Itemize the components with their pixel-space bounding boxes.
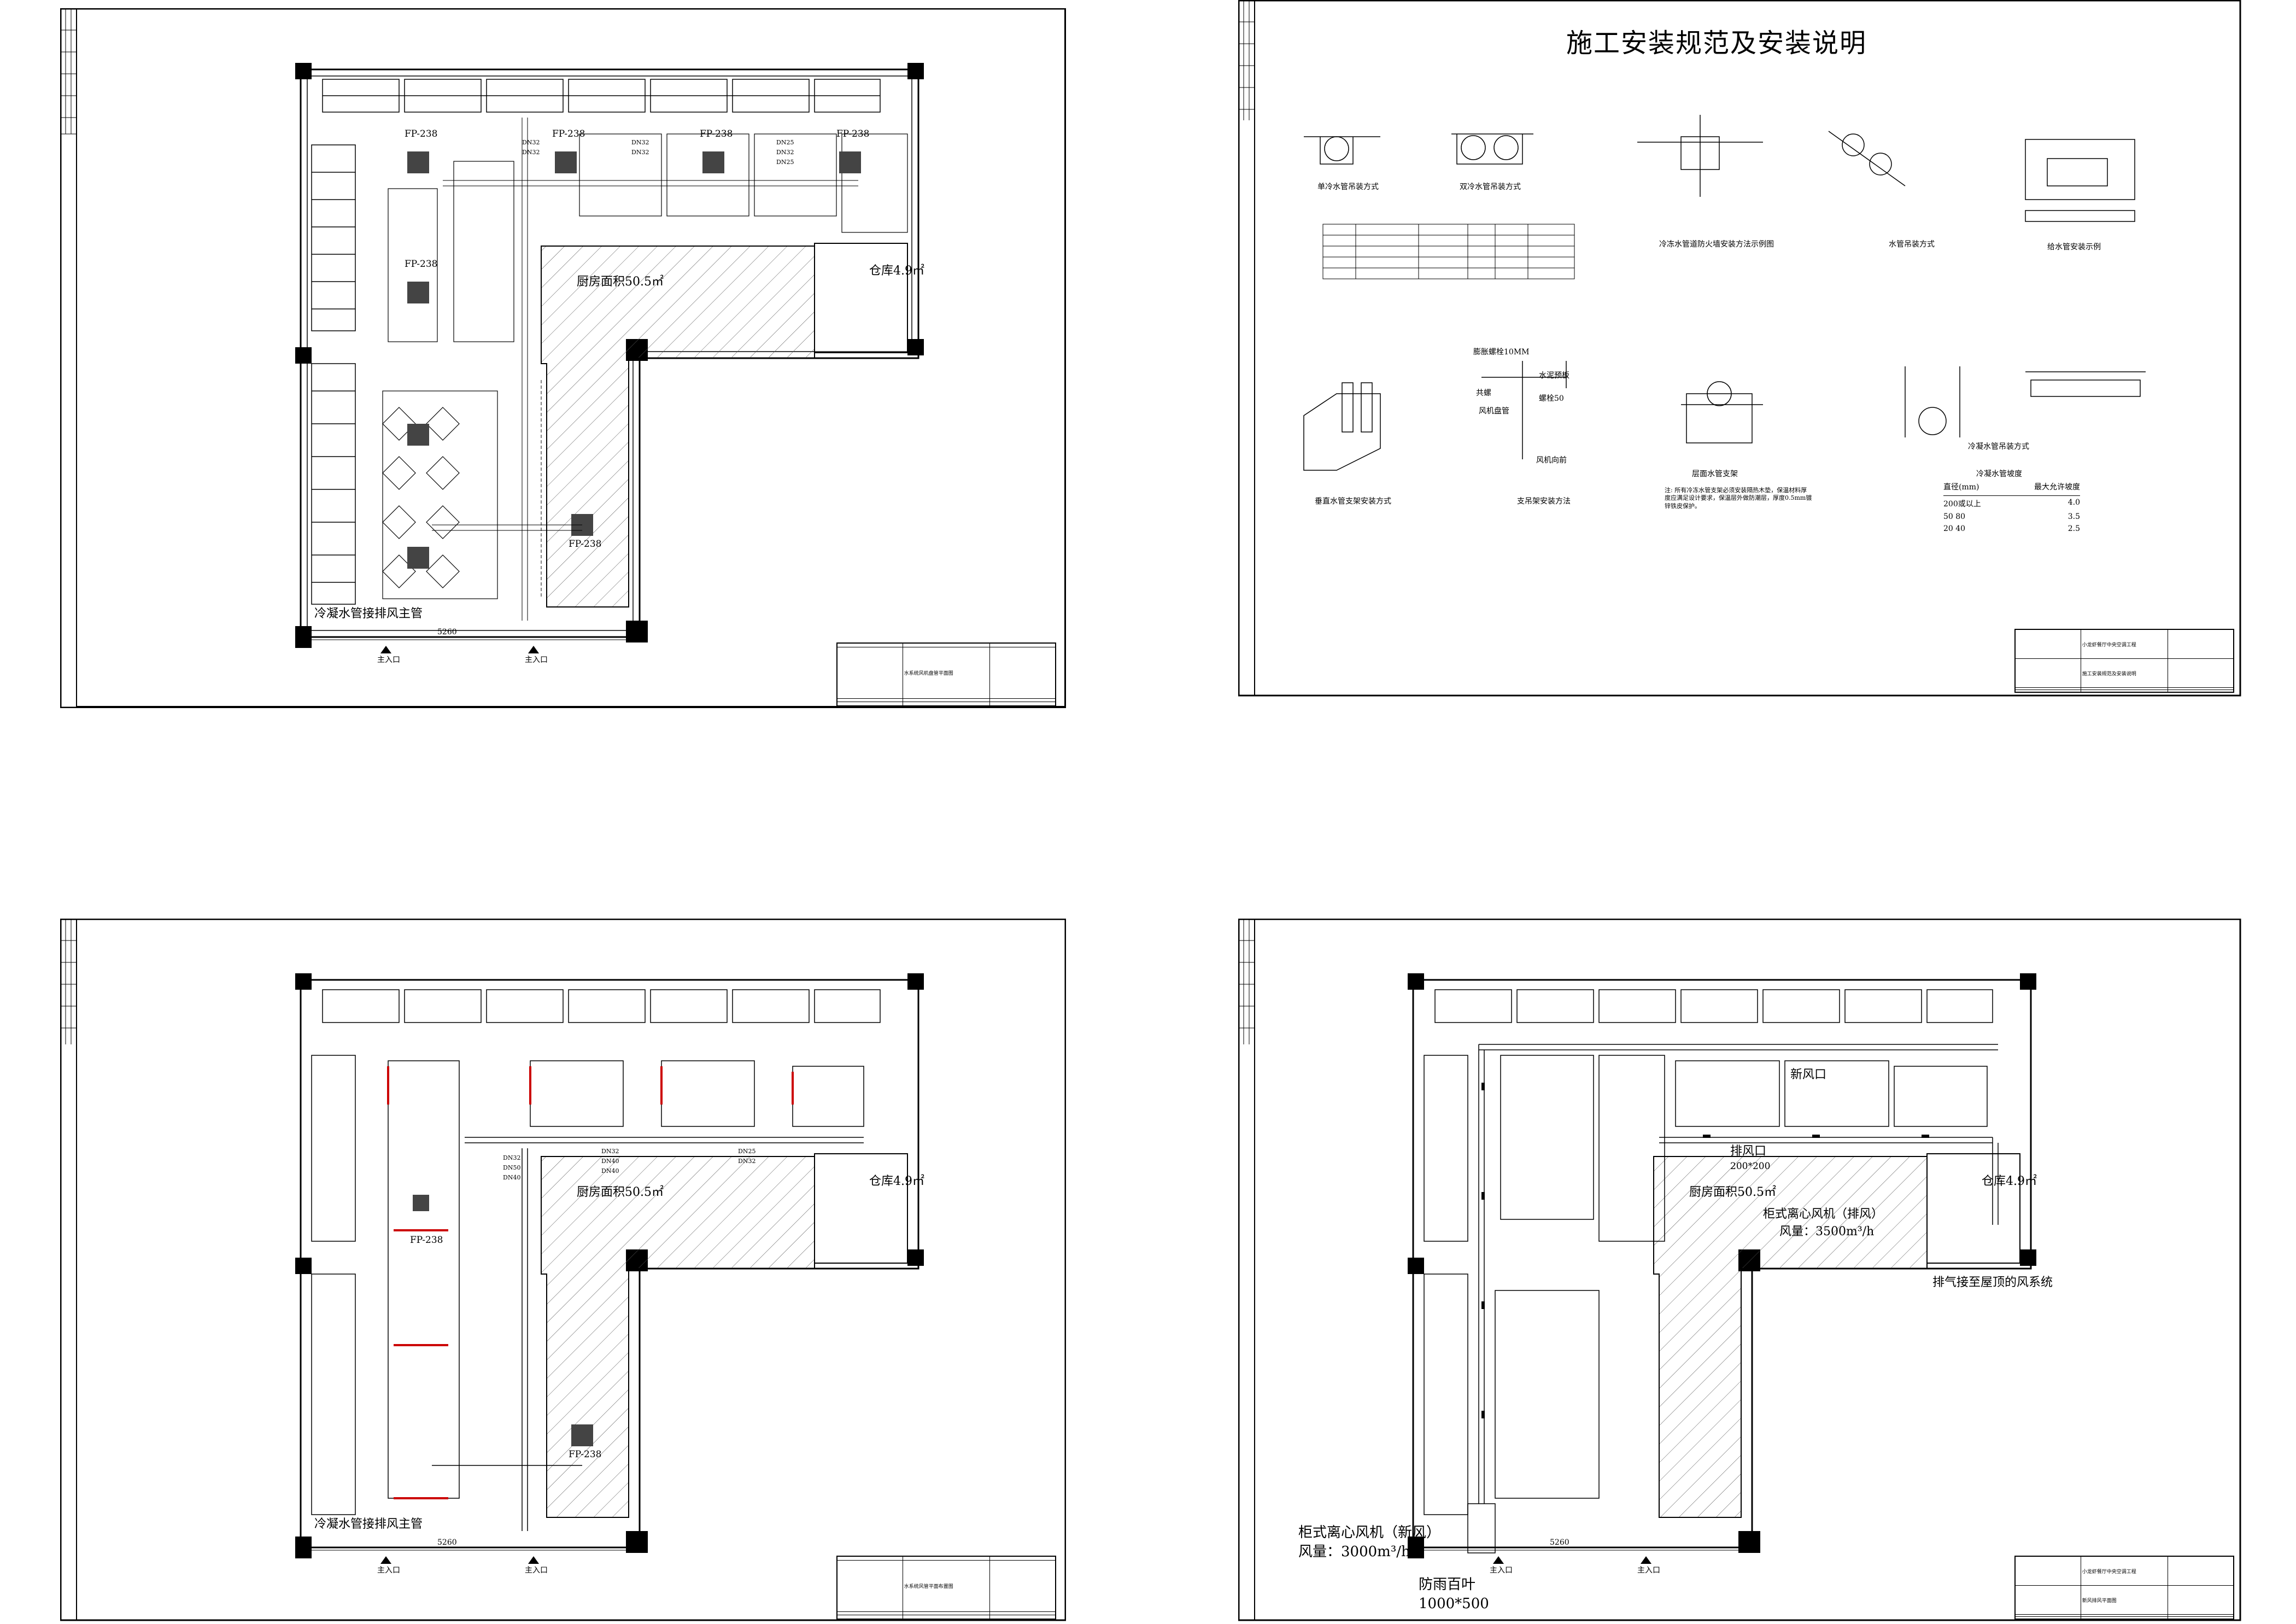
project-name: 小龙虾餐厅中央空调工程 bbox=[2080, 629, 2169, 659]
title-block: 水系统风管平面布置图 bbox=[836, 1556, 1056, 1620]
unit-label: FP-238 bbox=[410, 1235, 443, 1246]
louver-label: 防雨百叶 bbox=[1419, 1576, 1476, 1593]
annotation: 风机向前 bbox=[1536, 456, 1567, 465]
annotation: 风机盘管 bbox=[1479, 407, 1509, 416]
dimension-label: 5260 bbox=[437, 628, 457, 636]
project-name: 小龙虾餐厅中央空调工程 bbox=[2080, 1556, 2169, 1586]
fresh-fan-label: 柜式离心风机（新风） bbox=[1298, 1524, 1441, 1541]
storage-label: 仓库4.9㎡ bbox=[1982, 1175, 2037, 1188]
unit-label: FP-238 bbox=[836, 128, 870, 139]
title-block: 小龙虾餐厅中央空调工程 施工安装规范及安装说明 bbox=[2014, 629, 2234, 693]
slope-cell: 3.5 bbox=[2067, 512, 2080, 521]
pipe-size-label: DN25 bbox=[776, 139, 794, 146]
slope-table-title: 冷凝水管坡度 bbox=[1976, 470, 2022, 478]
dimension-label: 5260 bbox=[1550, 1538, 1569, 1547]
pipe-size-label: DN25 bbox=[738, 1148, 756, 1155]
louver-size-label: 1000*500 bbox=[1419, 1596, 1489, 1612]
detail-caption: 单冷水管吊装方式 bbox=[1317, 183, 1379, 191]
annotation: 水泥预板 bbox=[1539, 371, 1569, 380]
drawing-name: 水系统风机盘管平面图 bbox=[902, 646, 991, 699]
entrance-label: 主入口 bbox=[1490, 1566, 1513, 1575]
entrance-label: 主入口 bbox=[525, 656, 548, 664]
pipe-size-label: DN40 bbox=[503, 1174, 521, 1181]
exhaust-outlet-label: 排风口 bbox=[1730, 1144, 1767, 1158]
slope-cell: 200或以上 bbox=[1943, 500, 1981, 509]
pipe-size-label: DN32 bbox=[522, 149, 540, 156]
kitchen-label: 厨房面积50.5㎡ bbox=[1689, 1185, 1776, 1199]
unit-label: FP-238 bbox=[569, 1449, 602, 1460]
slope-cell: 50 80 bbox=[1943, 512, 1966, 521]
fresh-outlet-label: 新风口 bbox=[1790, 1068, 1827, 1082]
pipe-size-label: DN40 bbox=[601, 1167, 619, 1175]
main-pipe-note: 冷凝水管接排风主管 bbox=[314, 607, 423, 621]
install-note: 注: 所有冷冻水管支架必须安装隔热木垫，保温材料厚度应满足设计要求，保温层外做防… bbox=[1665, 487, 1812, 510]
slope-table: 冷凝水管坡度 直径(mm) 最大允许坡度 200或以上 4.0 50 80 3.… bbox=[1943, 470, 2080, 533]
detail-caption: 层面水管支架 bbox=[1692, 470, 1738, 478]
drawing-name: 施工安装规范及安装说明 bbox=[2080, 658, 2169, 688]
title-block: 小龙虾餐厅中央空调工程 新风排风平面图 bbox=[2014, 1556, 2234, 1620]
detail-caption: 冷冻水管道防火墙安装方法示例图 bbox=[1659, 240, 1774, 249]
sheet-ventilation-plan: 厨房面积50.5㎡ 仓库4.9㎡ 主入口 主入口 5260 排风口 200*20… bbox=[1238, 919, 2241, 1621]
pipe-size-label: DN40 bbox=[601, 1158, 619, 1165]
exhaust-flow-label: 风量：3500m³/h bbox=[1779, 1225, 1875, 1239]
pipe-size-label: DN32 bbox=[631, 139, 649, 146]
sheet-install-notes: 施工安装规范及安装说明 单冷水管吊装方式 双冷水管吊装方式 冷冻水管道防火墙安装… bbox=[1238, 0, 2241, 697]
detail-caption: 支吊架安装方法 bbox=[1517, 497, 1571, 506]
exhaust-note: 排气接至屋顶的风系统 bbox=[1932, 1276, 2053, 1289]
sheet-water-plan: 厨房面积50.5㎡ 仓库4.9㎡ 冷凝水管接排风主管 主入口 主入口 5260 … bbox=[60, 8, 1066, 708]
floor-plan-drawing-3 bbox=[60, 919, 1066, 1621]
page-title: 施工安装规范及安装说明 bbox=[1566, 28, 1867, 59]
exhaust-size-label: 200*200 bbox=[1730, 1161, 1771, 1172]
unit-label: FP-238 bbox=[552, 128, 585, 139]
floor-plan-drawing-4 bbox=[1238, 919, 2241, 1621]
slope-cell: 4.0 bbox=[2067, 498, 2080, 507]
drawing-name: 新风排风平面图 bbox=[2080, 1585, 2169, 1615]
slope-cell: 20 40 bbox=[1943, 524, 1966, 533]
slope-cell: 2.5 bbox=[2067, 524, 2080, 533]
pipe-size-label: DN32 bbox=[522, 139, 540, 146]
floor-plan-drawing-1 bbox=[60, 8, 1066, 708]
pipe-size-label: DN25 bbox=[776, 159, 794, 166]
storage-label: 仓库4.9㎡ bbox=[869, 264, 924, 278]
dimension-label: 5260 bbox=[437, 1538, 457, 1547]
exhaust-fan-label: 柜式离心风机（排风） bbox=[1763, 1207, 1884, 1221]
detail-caption: 冷凝水管吊装方式 bbox=[1968, 442, 2029, 451]
title-block: 水系统风机盘管平面图 bbox=[836, 642, 1056, 706]
unit-label: FP-238 bbox=[405, 259, 438, 270]
detail-caption: 给水管安装示例 bbox=[2047, 243, 2101, 252]
pipe-size-label: DN32 bbox=[503, 1154, 521, 1161]
unit-label: FP-238 bbox=[405, 128, 438, 139]
pipe-size-label: DN50 bbox=[503, 1164, 521, 1171]
install-details-drawing bbox=[1238, 0, 2241, 697]
detail-caption: 垂直水管支架安装方式 bbox=[1315, 497, 1391, 506]
annotation: 共螺 bbox=[1476, 389, 1491, 398]
entrance-label: 主入口 bbox=[377, 1566, 400, 1575]
detail-caption: 双冷水管吊装方式 bbox=[1460, 183, 1521, 191]
pipe-size-label: DN32 bbox=[601, 1148, 619, 1155]
slope-header: 最大允许坡度 bbox=[2034, 483, 2080, 492]
annotation: 螺栓50 bbox=[1539, 394, 1564, 403]
pipe-size-label: DN32 bbox=[631, 149, 649, 156]
fresh-flow-label: 风量：3000m³/h bbox=[1298, 1544, 1410, 1560]
unit-label: FP-238 bbox=[700, 128, 733, 139]
kitchen-label: 厨房面积50.5㎡ bbox=[577, 275, 664, 289]
drawing-name: 水系统风管平面布置图 bbox=[902, 1559, 991, 1612]
kitchen-label: 厨房面积50.5㎡ bbox=[577, 1185, 664, 1199]
annotation: 膨胀螺栓10MM bbox=[1473, 348, 1530, 357]
entrance-label: 主入口 bbox=[1637, 1566, 1660, 1575]
entrance-label: 主入口 bbox=[525, 1566, 548, 1575]
detail-caption: 水管吊装方式 bbox=[1889, 240, 1935, 249]
storage-label: 仓库4.9㎡ bbox=[869, 1175, 924, 1188]
entrance-label: 主入口 bbox=[377, 656, 400, 664]
slope-header: 直径(mm) bbox=[1943, 483, 1979, 492]
sheet-air-plan: 厨房面积50.5㎡ 仓库4.9㎡ 冷凝水管接排风主管 主入口 主入口 5260 … bbox=[60, 919, 1066, 1621]
pipe-size-label: DN32 bbox=[776, 149, 794, 156]
unit-label: FP-238 bbox=[569, 539, 602, 550]
main-pipe-note: 冷凝水管接排风主管 bbox=[314, 1517, 423, 1531]
pipe-size-label: DN32 bbox=[738, 1158, 756, 1165]
